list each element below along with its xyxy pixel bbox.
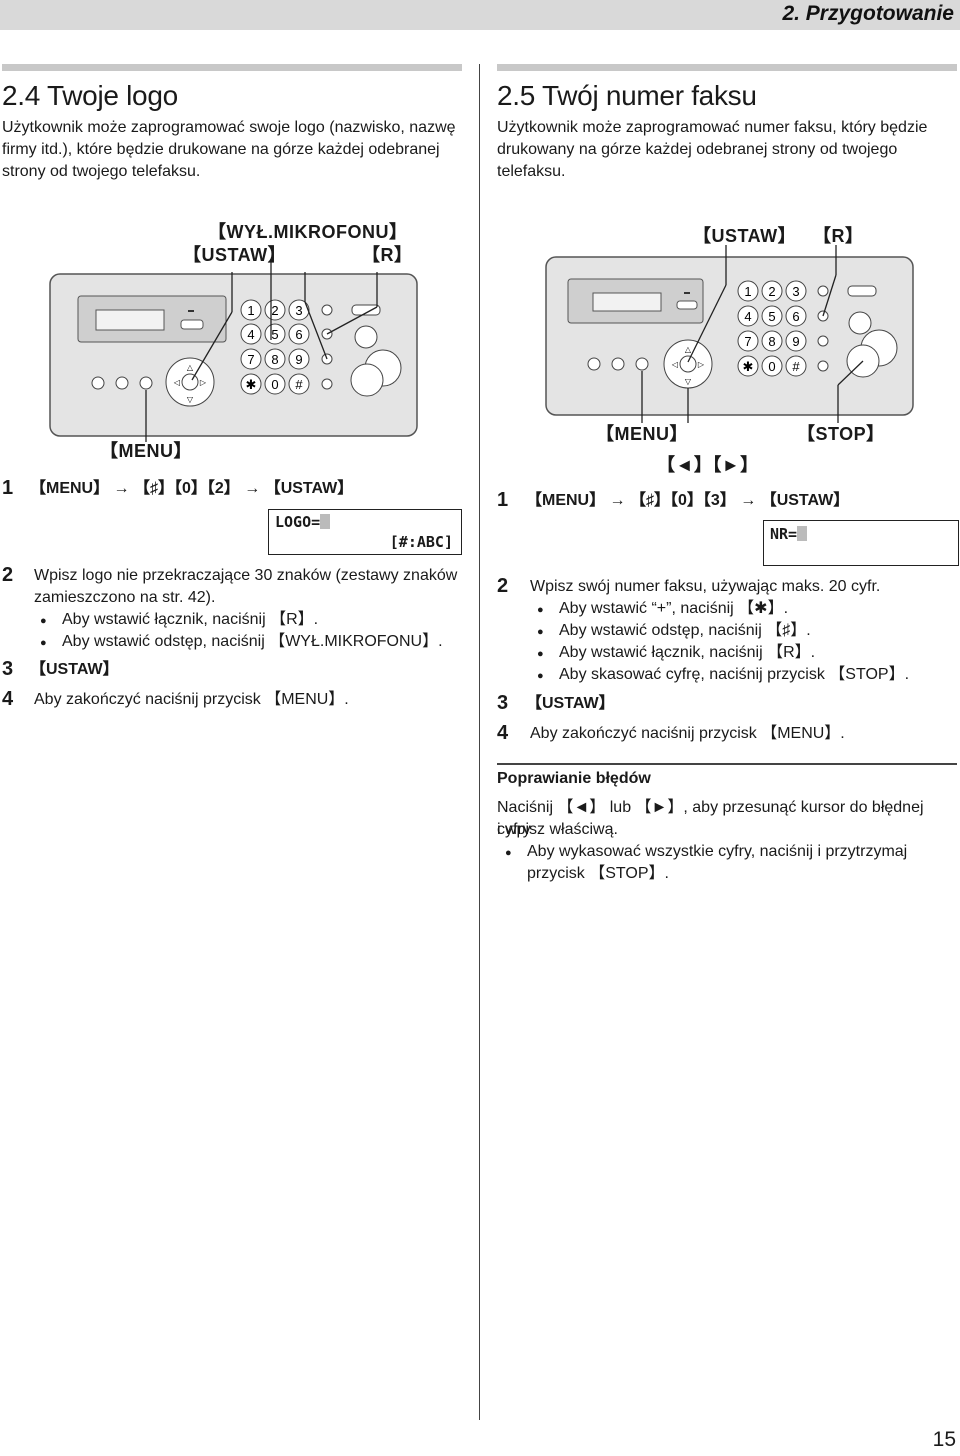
svg-text:7: 7 [744, 334, 751, 349]
lcd-line-1: LOGO= [275, 513, 321, 531]
step-1-text-right: 【MENU】 → 【♯】【0】【3】 → 【USTAW】 [526, 492, 850, 509]
fax-intro-line-1: Użytkownik może zaprogramować numer faks… [497, 119, 928, 136]
svg-text:4: 4 [744, 309, 751, 324]
bullet-lacznik: Aby wstawić łącznik, naciśnij 【R】. [40, 609, 318, 632]
label-arrows: 【◄】【►】 [657, 455, 759, 475]
step-1-text: 【MENU】 → 【♯】【0】【2】 → 【USTAW】 [30, 480, 354, 497]
bullet-plus: Aby wstawić “+”, naciśnij 【✱】. [537, 598, 788, 621]
correction-line-2: i wpisz właściwą. [497, 821, 618, 838]
svg-text:4: 4 [247, 327, 254, 342]
lcd-line-1-right: NR= [770, 525, 798, 543]
page-number: 15 [932, 1428, 956, 1451]
svg-text:6: 6 [295, 327, 302, 342]
svg-text:#: # [792, 359, 800, 374]
lcd-line-2: [#:ABC] [389, 533, 453, 551]
label-ustaw: 【USTAW】 [183, 245, 287, 265]
svg-text:◁: ◁ [173, 378, 180, 387]
step-2-number-right: 2 [497, 575, 509, 597]
correction-bullet-line-2: przycisk 【STOP】. [527, 865, 669, 882]
svg-text:△: △ [685, 345, 692, 354]
column-divider [479, 64, 480, 1420]
fax-intro-line-2: drukowany na górze każdej odebranej stro… [497, 141, 898, 158]
lcd-display-fax: NR= [763, 520, 959, 566]
svg-text:2: 2 [768, 284, 775, 299]
svg-text:1: 1 [744, 284, 751, 299]
correction-bullet-line-1: Aby wykasować wszystkie cyfry, naciśnij … [505, 841, 907, 864]
bullet-space: Aby wstawić odstęp, naciśnij 【♯】. [537, 620, 811, 643]
step-2-line-2: zamieszczono na str. 42). [34, 589, 216, 606]
svg-text:✱: ✱ [743, 359, 754, 374]
svg-text:2: 2 [271, 303, 278, 318]
callout-lines [145, 262, 378, 442]
step-4-number: 4 [2, 688, 14, 710]
label-r: 【R】 [362, 245, 413, 265]
logo-intro-line-3: strony od twojego telefaksu. [2, 163, 201, 180]
svg-text:1: 1 [247, 303, 254, 318]
chapter-title: 2. Przygotowanie [782, 2, 954, 25]
logo-intro-line-2: firmy itd.), które będzie drukowane na g… [2, 141, 440, 158]
step-1-number: 1 [2, 477, 14, 499]
step-3-text-right: 【USTAW】 [526, 695, 615, 712]
svg-text:▷: ▷ [200, 378, 207, 387]
fax-device-illustration-left: 1 2 3 4 5 6 7 8 9 ✱ 0 # △ ▽ ◁ ▷ [49, 262, 418, 442]
step-2-number: 2 [2, 564, 14, 586]
step-3-number: 3 [2, 658, 14, 680]
step-2-text-right: Wpisz swój numer faksu, używając maks. 2… [530, 578, 881, 595]
svg-text:3: 3 [792, 284, 799, 299]
svg-text:5: 5 [768, 309, 775, 324]
label-r-right: 【R】 [813, 226, 864, 246]
bullet-delete: Aby skasować cyfrę, naciśnij przycisk 【S… [537, 664, 909, 687]
svg-text:8: 8 [271, 352, 278, 367]
fax-panel: 1 2 3 4 5 6 7 8 9 ✱ 0 # △ ▽ ◁ ▷ [545, 256, 914, 416]
step-2-line-1: Wpisz logo nie przekraczające 30 znaków … [34, 567, 458, 584]
lcd-cursor-right [797, 526, 808, 541]
lcd-cursor [320, 514, 331, 529]
step-4-text-right: Aby zakończyć naciśnij przycisk 【MENU】. [530, 725, 845, 742]
svg-text:▷: ▷ [698, 360, 705, 369]
keypad-circles: 1 2 3 4 5 6 7 8 9 ✱ 0 # [240, 299, 310, 395]
subhead-corrections: Poprawianie błędów [497, 770, 651, 787]
chapter-header: 2. Przygotowanie [0, 0, 960, 30]
subhead-rule [497, 763, 957, 765]
callout-lines [641, 245, 864, 423]
step-4-number-right: 4 [497, 722, 509, 744]
section-title-fax-number: 2.5 Twój numer faksu [497, 80, 757, 111]
svg-text:◁: ◁ [671, 360, 678, 369]
logo-intro-line-1: Użytkownik może zaprogramować swoje logo… [2, 119, 456, 136]
section-rule-right [497, 64, 957, 71]
svg-text:0: 0 [768, 359, 775, 374]
svg-text:0: 0 [271, 377, 278, 392]
label-wyl-mikrofonu: 【WYŁ.MIKROFONU】 [208, 222, 408, 242]
fax-intro-line-3: telefaksu. [497, 163, 566, 180]
label-stop: 【STOP】 [797, 424, 885, 444]
svg-text:5: 5 [271, 327, 278, 342]
label-menu-right: 【MENU】 [596, 424, 688, 444]
section-rule-left [2, 64, 462, 71]
svg-text:7: 7 [247, 352, 254, 367]
correction-line-1: Naciśnij 【◄】 lub 【►】, aby przesunąć kurs… [497, 799, 924, 838]
section-title-logo: 2.4 Twoje logo [2, 80, 178, 111]
svg-text:#: # [295, 377, 303, 392]
step-3-text: 【USTAW】 [30, 661, 119, 678]
svg-text:6: 6 [792, 309, 799, 324]
bullet-hyphen: Aby wstawić łącznik, naciśnij 【R】. [537, 642, 815, 665]
fax-panel: 1 2 3 4 5 6 7 8 9 ✱ 0 # △ ▽ ◁ ▷ [49, 273, 418, 437]
svg-text:8: 8 [768, 334, 775, 349]
bullet-odstep: Aby wstawić odstęp, naciśnij 【WYŁ.MIKROF… [40, 631, 443, 654]
svg-text:9: 9 [792, 334, 799, 349]
svg-text:▽: ▽ [685, 377, 692, 386]
fax-device-illustration-right: 1 2 3 4 5 6 7 8 9 ✱ 0 # △ ▽ ◁ ▷ [545, 245, 914, 423]
lcd-display-logo: LOGO= [#:ABC] [268, 509, 462, 555]
keypad-circles: 1 2 3 4 5 6 7 8 9 ✱ 0 # [737, 280, 807, 377]
label-ustaw-right: 【USTAW】 [693, 226, 797, 246]
svg-text:✱: ✱ [246, 377, 257, 392]
svg-text:9: 9 [295, 352, 302, 367]
svg-text:△: △ [187, 363, 194, 372]
label-menu: 【MENU】 [100, 441, 192, 461]
svg-text:▽: ▽ [187, 395, 194, 404]
step-1-number-right: 1 [497, 489, 509, 511]
svg-text:3: 3 [295, 303, 302, 318]
step-4-text: Aby zakończyć naciśnij przycisk 【MENU】. [34, 691, 349, 708]
step-3-number-right: 3 [497, 692, 509, 714]
